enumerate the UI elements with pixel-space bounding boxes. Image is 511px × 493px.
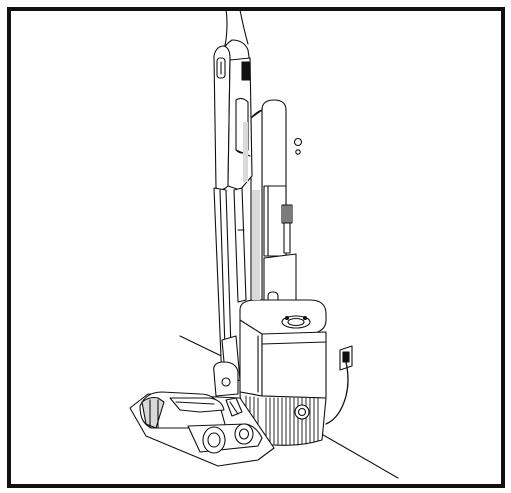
shade-accents — [243, 122, 260, 300]
power-cord-icon — [325, 361, 349, 425]
floor-head-icon — [129, 361, 275, 467]
wall-outlet-icon — [339, 345, 353, 371]
crevice-tool-icon — [281, 204, 293, 254]
